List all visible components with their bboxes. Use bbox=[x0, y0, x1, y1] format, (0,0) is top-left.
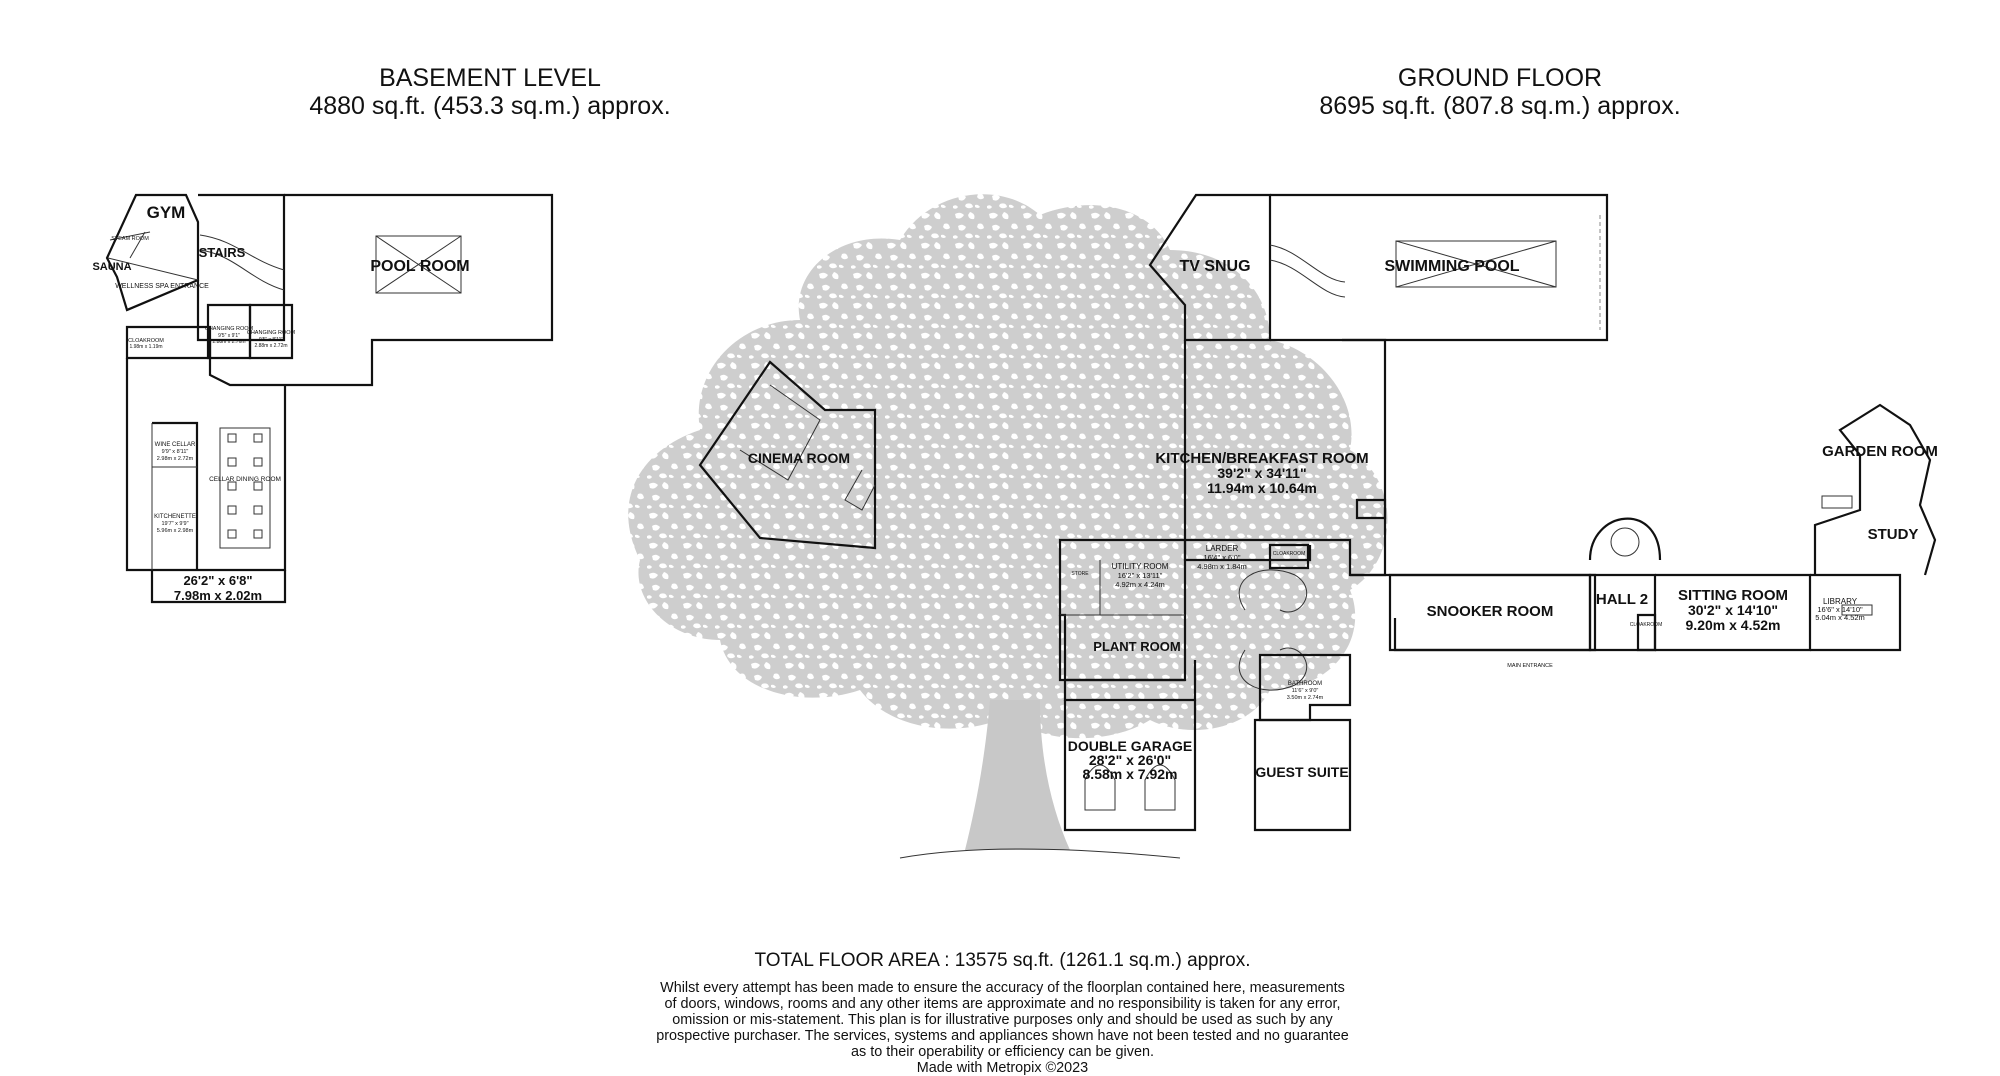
basement-area: 4880 sq.ft. (453.3 sq.m.) approx. bbox=[309, 92, 671, 120]
kitchen-label: KITCHEN/BREAKFAST ROOM bbox=[1155, 450, 1368, 467]
snooker-room-label: SNOOKER ROOM bbox=[1427, 603, 1554, 620]
disclaimer-line: omission or mis-statement. This plan is … bbox=[672, 1012, 1333, 1028]
bathroom-dims: 11'6" x 9'0" bbox=[1292, 688, 1319, 694]
corridor-metric: 7.98m x 2.02m bbox=[174, 588, 262, 603]
plant-room-label: PLANT ROOM bbox=[1093, 639, 1180, 654]
basement-plan: GYM STEAM ROOM SAUNA STAIRS WELLNESS SPA… bbox=[92, 193, 554, 604]
disclaimer: Whilst every attempt has been made to en… bbox=[640, 980, 1365, 1076]
garage-metric: 8.58m x 7.92m bbox=[1083, 766, 1178, 782]
stairs-label: STAIRS bbox=[199, 245, 246, 260]
cinema-room-label: CINEMA ROOM bbox=[748, 450, 850, 466]
footer: TOTAL FLOOR AREA : 13575 sq.ft. (1261.1 … bbox=[640, 950, 1365, 1076]
larder-dims: 16'4" x 6'0" bbox=[1204, 553, 1241, 562]
hall-cloakroom-label: CLOAKROOM bbox=[1630, 622, 1663, 628]
changing-room-2-label: CHANGING ROOM bbox=[247, 330, 296, 336]
corridor-dims: 26'2" x 6'8" bbox=[183, 573, 252, 588]
changing-room-1-dims: 9'5" x 9'1" bbox=[218, 333, 240, 339]
changing-room-2-dims: 9'5" x 8'11" bbox=[259, 337, 283, 343]
kitchenette-dims: 19'7" x 9'9" bbox=[161, 521, 188, 527]
library-label: LIBRARY bbox=[1823, 597, 1858, 606]
disclaimer-line: Whilst every attempt has been made to en… bbox=[660, 980, 1345, 996]
changing-room-1-label: CHANGING ROOM bbox=[205, 326, 254, 332]
swimming-pool-label: SWIMMING POOL bbox=[1384, 258, 1519, 275]
sitting-room-label: SITTING ROOM bbox=[1678, 587, 1788, 604]
basement-cloakroom-metric: 1.98m x 1.19m bbox=[129, 344, 162, 350]
kitchenette-metric: 5.96m x 2.98m bbox=[157, 528, 194, 534]
changing-room-2-metric: 2.88m x 2.72m bbox=[254, 343, 287, 349]
garage-dims: 28'2" x 26'0" bbox=[1089, 752, 1171, 768]
hall-2-label: HALL 2 bbox=[1596, 591, 1648, 608]
wine-cellar-label: WINE CELLAR bbox=[155, 442, 196, 448]
disclaimer-line: prospective purchaser. The services, sys… bbox=[656, 1028, 1349, 1044]
bathroom-metric: 3.50m x 2.74m bbox=[1287, 695, 1324, 701]
sitting-room-metric: 9.20m x 4.52m bbox=[1686, 617, 1781, 633]
tree-watermark bbox=[628, 194, 1388, 859]
garden-room-label: GARDEN ROOM bbox=[1822, 443, 1938, 460]
gym-label: GYM bbox=[147, 203, 186, 222]
disclaimer-line: of doors, windows, rooms and any other i… bbox=[664, 996, 1341, 1012]
spa-entrance-label: WELLNESS SPA ENTRANCE bbox=[115, 283, 209, 290]
main-entrance-label: MAIN ENTRANCE bbox=[1507, 663, 1553, 669]
sitting-room-dims: 30'2" x 14'10" bbox=[1688, 602, 1778, 618]
sauna-label: SAUNA bbox=[92, 261, 131, 273]
store-label: STORE bbox=[1071, 571, 1089, 577]
pool-room-label: POOL ROOM bbox=[370, 258, 469, 275]
guest-suite-label: GUEST SUITE bbox=[1255, 764, 1348, 780]
ground-header: GROUND FLOOR 8695 sq.ft. (807.8 sq.m.) a… bbox=[1280, 64, 1720, 120]
ground-labels: TV SNUG SWIMMING POOL CINEMA ROOM KITCHE… bbox=[748, 258, 1938, 782]
changing-room-1-metric: 2.88m x 2.76m bbox=[212, 339, 245, 345]
total-floor-area: TOTAL FLOOR AREA : 13575 sq.ft. (1261.1 … bbox=[754, 950, 1251, 971]
larder-metric: 4.98m x 1.84m bbox=[1197, 562, 1247, 571]
kitchenette-label: KITCHENETTE bbox=[154, 514, 196, 520]
disclaimer-line: as to their operability or efficiency ca… bbox=[851, 1044, 1154, 1060]
steam-room-label: STEAM ROOM bbox=[111, 236, 149, 242]
utility-room-dims: 16'2" x 13'11" bbox=[1118, 571, 1163, 580]
library-metric: 5.04m x 4.52m bbox=[1815, 613, 1865, 622]
wine-cellar-metric: 2.98m x 2.72m bbox=[157, 456, 194, 462]
study-label: STUDY bbox=[1868, 526, 1919, 543]
library-dims: 16'6" x 14'10" bbox=[1817, 605, 1863, 614]
bathroom-label: BATHROOM bbox=[1288, 681, 1322, 687]
ground-title: GROUND FLOOR bbox=[1397, 64, 1603, 92]
basement-header: BASEMENT LEVEL 4880 sq.ft. (453.3 sq.m.)… bbox=[300, 64, 680, 120]
basement-cloakroom-label: CLOAKROOM bbox=[128, 338, 164, 344]
metropix-credit: Made with Metropix ©2023 bbox=[916, 1060, 1089, 1076]
tv-snug-label: TV SNUG bbox=[1179, 258, 1250, 275]
larder-label: LARDER bbox=[1206, 544, 1239, 553]
kitchen-metric: 11.94m x 10.64m bbox=[1207, 480, 1317, 496]
ground-area: 8695 sq.ft. (807.8 sq.m.) approx. bbox=[1319, 92, 1681, 120]
kitchen-dims: 39'2" x 34'11" bbox=[1217, 465, 1306, 481]
cellar-dining-label: CELLAR DINING ROOM bbox=[209, 476, 281, 483]
ground-cloakroom-label: CLOAKROOM bbox=[1273, 551, 1306, 557]
utility-room-metric: 4.92m x 4.24m bbox=[1115, 580, 1165, 589]
garage-label: DOUBLE GARAGE bbox=[1068, 738, 1192, 754]
ground-plan bbox=[698, 193, 1937, 832]
basement-title: BASEMENT LEVEL bbox=[379, 64, 601, 92]
wine-cellar-dims: 9'9" x 8'11" bbox=[162, 449, 189, 455]
utility-room-label: UTILITY ROOM bbox=[1112, 562, 1169, 571]
